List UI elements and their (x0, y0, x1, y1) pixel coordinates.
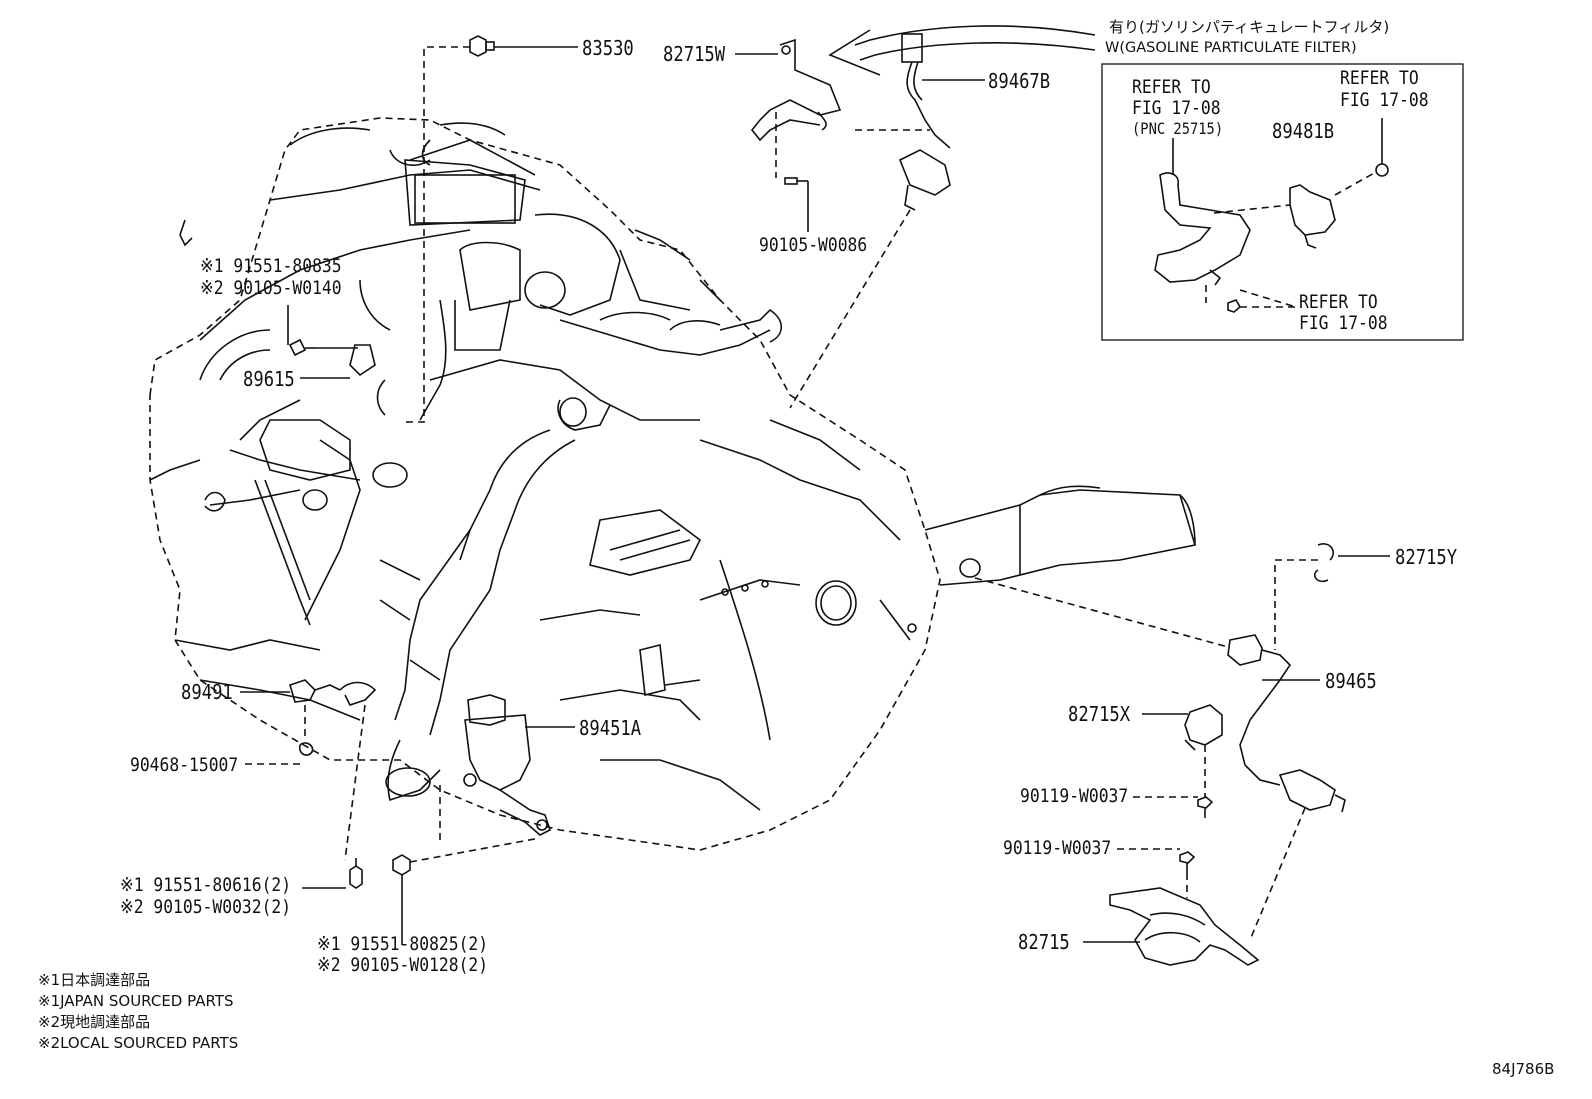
diagram-id: 84J786B (1492, 1060, 1555, 1078)
part-label-90105-W0140[interactable]: ※2 90105-W0140 (200, 277, 342, 299)
engine-assembly-drawing (149, 117, 1197, 851)
refer-c-line1: REFER TO (1299, 291, 1378, 313)
part-label-91551-80835[interactable]: ※1 91551-80835 (200, 255, 342, 277)
part-label-89615[interactable]: 89615 (243, 367, 295, 391)
legend-local-sourced-en: ※2LOCAL SOURCED PARTS (38, 1034, 239, 1052)
part-label-90105-W0032[interactable]: ※2 90105-W0032(2) (120, 896, 292, 918)
legend-japan-sourced-en: ※1JAPAN SOURCED PARTS (38, 992, 234, 1010)
part-label-82715X[interactable]: 82715X (1068, 702, 1131, 726)
part-label-89491[interactable]: 89491 (181, 680, 233, 704)
part-label-82715W[interactable]: 82715W (663, 42, 726, 66)
part-drawings (179, 25, 1389, 966)
part-label-89451A[interactable]: 89451A (579, 716, 642, 740)
refer-a-line1: REFER TO (1132, 76, 1211, 98)
part-label-89465[interactable]: 89465 (1325, 669, 1377, 693)
part-label-90119-W0037-upper[interactable]: 90119-W0037 (1020, 785, 1129, 807)
legend-japan-sourced-jp: ※1日本調達部品 (38, 971, 151, 989)
refer-b-line1: REFER TO (1340, 67, 1419, 89)
part-label-90119-W0037-lower[interactable]: 90119-W0037 (1003, 837, 1112, 859)
refer-a-line2: FIG 17-08 (1132, 97, 1221, 119)
part-label-90105-W0086[interactable]: 90105-W0086 (759, 234, 868, 256)
refer-b-line2: FIG 17-08 (1340, 89, 1429, 111)
legend-local-sourced-jp: ※2現地調達部品 (38, 1013, 151, 1031)
part-label-91551-80825[interactable]: ※1 91551-80825(2) (317, 933, 489, 955)
part-label-89467B[interactable]: 89467B (988, 69, 1051, 93)
leader-lines (240, 46, 1390, 945)
refer-a-line3: (PNC 25715) (1132, 119, 1224, 138)
part-label-82715Y[interactable]: 82715Y (1395, 545, 1458, 569)
part-label-90468-15007[interactable]: 90468-15007 (130, 754, 239, 776)
refer-c-line2: FIG 17-08 (1299, 312, 1388, 334)
part-label-82715[interactable]: 82715 (1018, 930, 1070, 954)
part-label-89481B[interactable]: 89481B (1272, 119, 1335, 143)
refer-box (1101, 63, 1464, 341)
part-label-90105-W0128[interactable]: ※2 90105-W0128(2) (317, 954, 489, 976)
gpf-note-japanese: 有り(ガソリンパティキュレートフィルタ) (1109, 18, 1390, 36)
part-label-83530[interactable]: 83530 (582, 36, 634, 60)
part-label-91551-80616[interactable]: ※1 91551-80616(2) (120, 874, 292, 896)
gpf-note-english: W(GASOLINE PARTICULATE FILTER) (1105, 40, 1357, 56)
